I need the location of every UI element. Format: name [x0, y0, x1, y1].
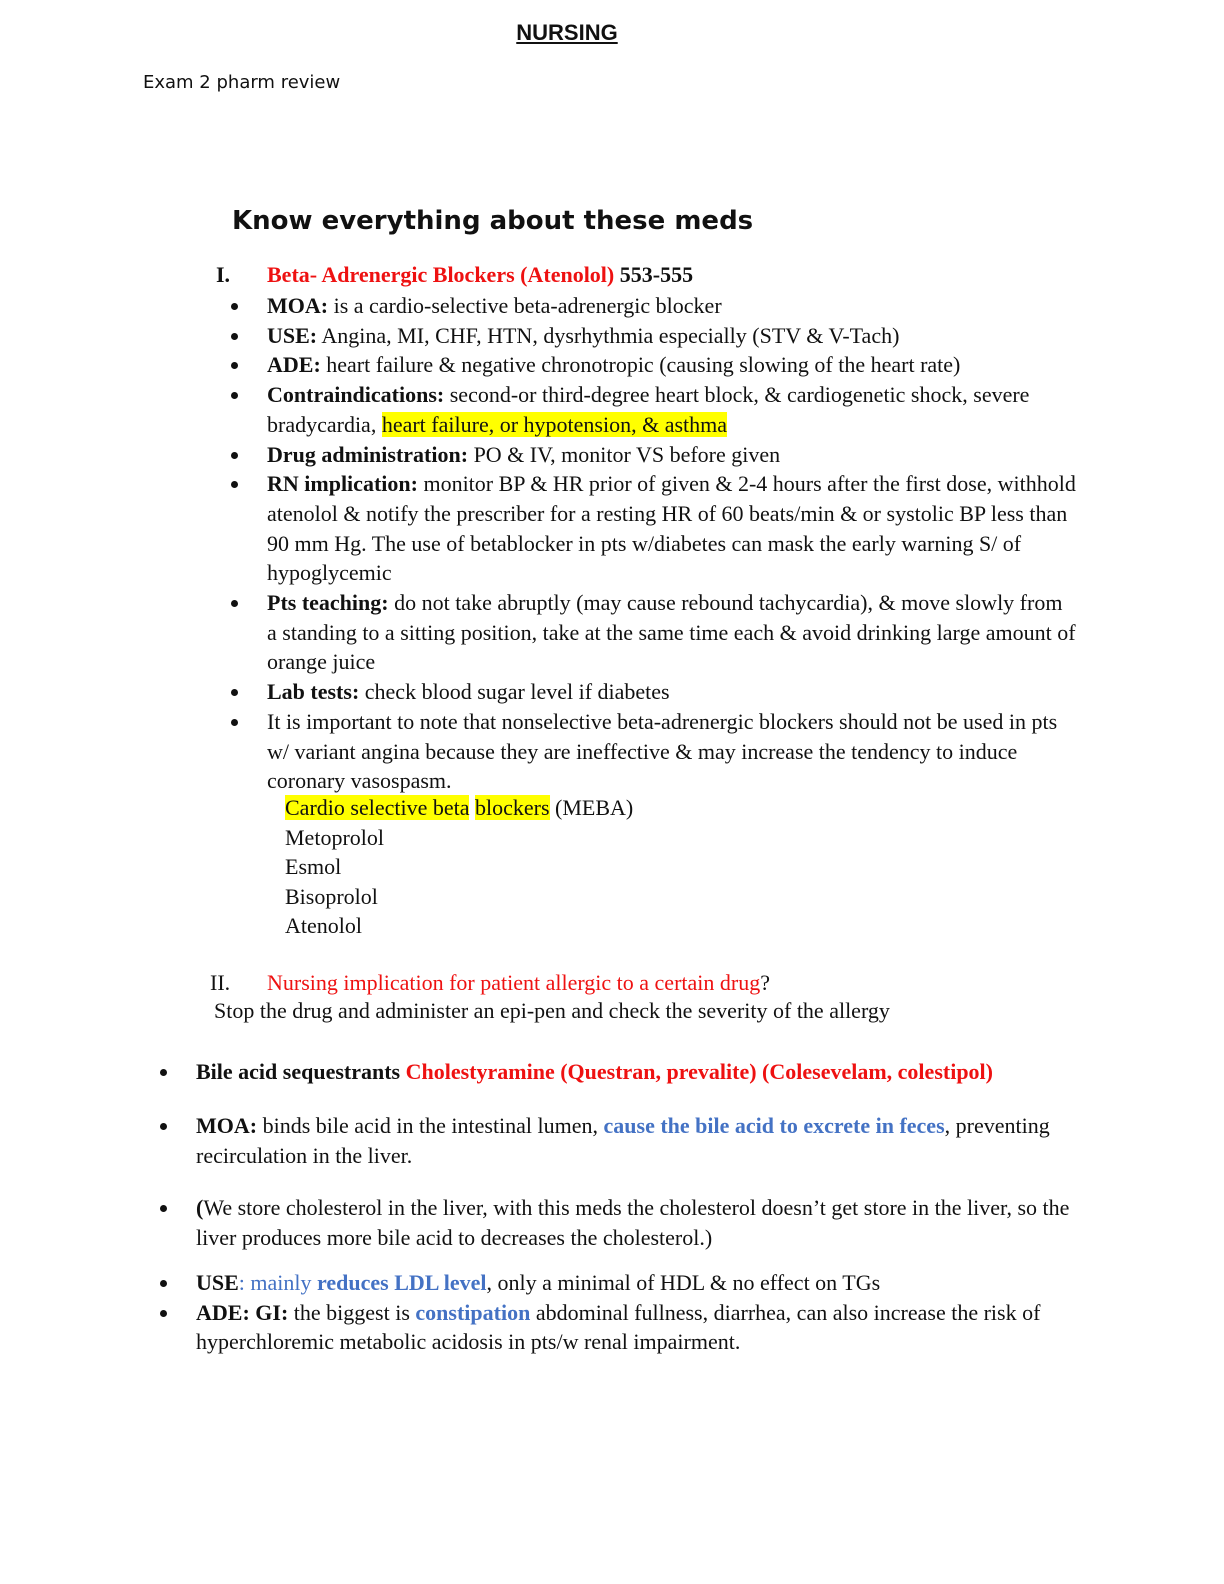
drug-item: Bisoprolol [285, 883, 378, 909]
bile-ade-text2: abdominal fullness, diarrhea, can also i… [196, 1299, 1041, 1355]
list-item-bile-use: USE: mainly reduces LDL level, only a mi… [160, 1268, 1076, 1298]
moa-text: is a cardio-selective beta-adrenergic bl… [328, 293, 722, 318]
question-mark: ? [760, 970, 770, 995]
list-item-rn-implication: RN implication: monitor BP & HR prior of… [231, 469, 1077, 588]
section-heading: Know everything about these meds [232, 206, 754, 236]
contra-text: second-or third-degree heart block, & ca… [267, 382, 1030, 437]
list-item-note: It is important to note that nonselectiv… [231, 707, 1077, 796]
ade-text: heart failure & negative chronotropic (c… [320, 352, 961, 378]
rn-text: monitor BP & HR prior of given & 2-4 hou… [267, 471, 1076, 586]
section2-answer: Stop the drug and administer an epi-pen … [214, 998, 890, 1023]
list-item-bile-note: (We store cholesterol in the liver, with… [160, 1193, 1076, 1252]
question-text: Nursing implication for patient allergic… [267, 970, 761, 995]
contra-label: Contraindications: [267, 382, 445, 408]
list-item-use: USE: Angina, MI, CHF, HTN, dysrhythmia e… [231, 321, 1077, 351]
bile-use-label: USE [196, 1270, 239, 1295]
roman-numeral-1: I. [216, 262, 231, 287]
bile-moa-blue: cause the bile acid to excrete in feces [603, 1113, 945, 1138]
admin-label: Drug administration: [267, 441, 469, 467]
list-item-moa: MOA: is a cardio-selective beta-adrenerg… [231, 291, 1077, 321]
list-item-ade: ADE: heart failure & negative chronotrop… [231, 350, 1077, 380]
admin-text: PO & IV, monitor VS before given [468, 441, 781, 467]
bile-list-2: MOA: binds bile acid in the intestinal l… [160, 1111, 1076, 1170]
list-item-administration: Drug administration: PO & IV, monitor VS… [231, 440, 1077, 470]
cardio-selective-header: Cardio selective beta blockers (MEBA) [285, 793, 633, 823]
bile-list-4: USE: mainly reduces LDL level, only a mi… [160, 1268, 1076, 1357]
list-item-contraindications: Contraindications: second-or third-degre… [231, 380, 1077, 439]
bile-drugs: Cholestyramine (Questran, prevalite) (Co… [405, 1059, 993, 1084]
list-item-bile-moa: MOA: binds bile acid in the intestinal l… [160, 1111, 1076, 1170]
section1-pages: 553-555 [614, 262, 694, 287]
list-item-bile-ade: ADE: GI: the biggest is constipation abd… [160, 1298, 1076, 1357]
ade-label: ADE: [267, 352, 321, 378]
paren-open: ( [196, 1195, 204, 1220]
note-text: It is important to note that nonselectiv… [267, 708, 1058, 794]
page-title: NURSING [516, 20, 618, 45]
section1-title-text: Beta- Adrenergic Blockers (Atenolol) [267, 262, 615, 287]
use-label: USE: [267, 322, 318, 348]
bile-note-text: We store cholesterol in the liver, with … [196, 1195, 1070, 1250]
rn-label: RN implication: [267, 471, 418, 497]
beta-blocker-list: MOA: is a cardio-selective beta-adrenerg… [231, 291, 1077, 796]
bile-ade-blue: constipation [415, 1299, 531, 1325]
roman-numeral-2: II. [210, 970, 231, 995]
bile-ade-label: ADE: GI: [196, 1299, 289, 1325]
bile-use-blue1: : mainly [238, 1270, 318, 1295]
cardio-selective-list: Cardio selective beta blockers (MEBA) Me… [285, 793, 633, 941]
moa-label: MOA: [267, 293, 329, 318]
cardio-rest: (MEBA) [549, 795, 634, 820]
lab-label: Lab tests: [267, 679, 360, 705]
drug-item: Esmol [285, 854, 342, 880]
teach-label: Pts teaching: [267, 590, 389, 616]
bile-use-text: , only a minimal of HDL & no effect on T… [486, 1270, 881, 1295]
document-subtitle: Exam 2 pharm review [143, 72, 341, 93]
use-text: Angina, MI, CHF, HTN, dysrhythmia especi… [317, 322, 900, 348]
drug-item: Atenolol [285, 913, 362, 939]
bile-ade-text1: the biggest is [288, 1299, 416, 1325]
bile-list-1: Bile acid sequestrants Cholestyramine (Q… [160, 1057, 1076, 1087]
contra-highlight: heart failure, or hypotension, & asthma [381, 411, 728, 437]
teach-text: do not take abruptly (may cause rebound … [267, 590, 1076, 675]
list-item-teaching: Pts teaching: do not take abruptly (may … [231, 588, 1077, 677]
lab-text: check blood sugar level if diabetes [359, 679, 670, 705]
list-item-bile-acid: Bile acid sequestrants Cholestyramine (Q… [160, 1057, 1076, 1087]
cardio-highlight-1: Cardio selective beta [285, 795, 470, 820]
section1-title: Beta- Adrenergic Blockers (Atenolol) 553… [267, 262, 693, 288]
bile-moa-text2: , preventing recirculation in the liver. [196, 1113, 1050, 1168]
cardio-highlight-2: blockers [474, 795, 550, 820]
section2-question: Nursing implication for patient allergic… [267, 970, 770, 996]
drug-item: Metoprolol [285, 824, 384, 850]
bile-moa-label: MOA: [196, 1113, 258, 1138]
list-item-lab-tests: Lab tests: check blood sugar level if di… [231, 677, 1077, 707]
bile-list-3: (We store cholesterol in the liver, with… [160, 1193, 1076, 1252]
bile-moa-text1: binds bile acid in the intestinal lumen, [257, 1113, 604, 1138]
bile-label: Bile acid sequestrants [196, 1059, 406, 1084]
bile-use-blue2: reduces LDL level [317, 1270, 487, 1295]
